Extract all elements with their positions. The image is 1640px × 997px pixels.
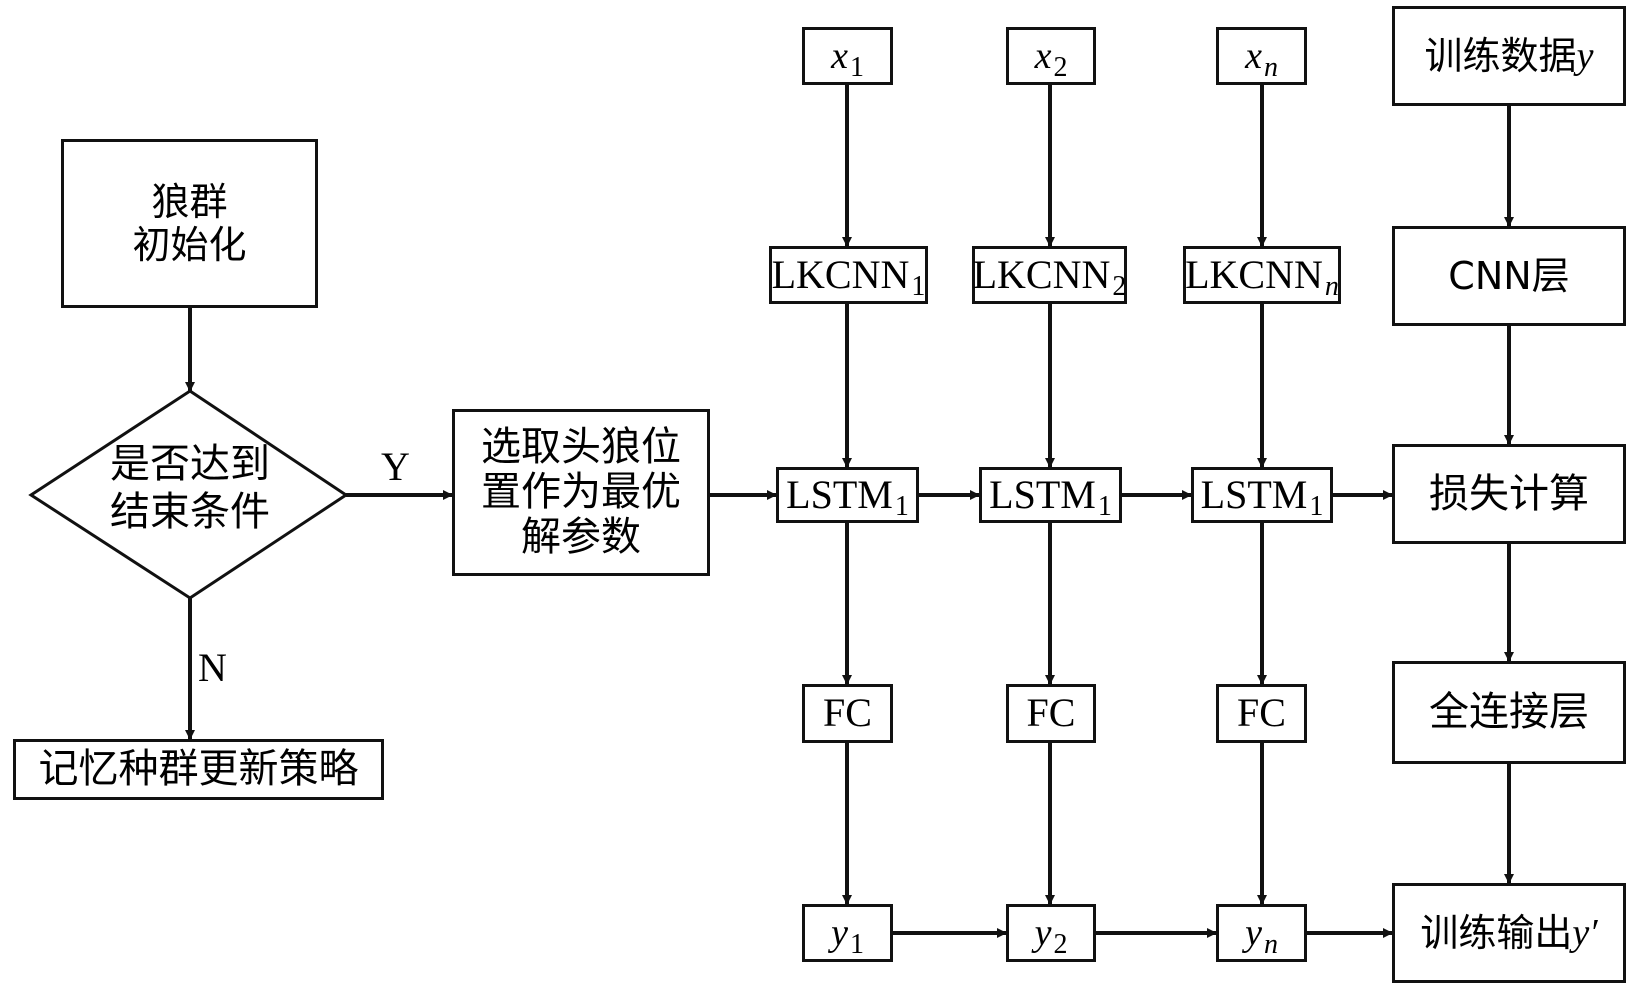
fcn-box: FC — [1216, 684, 1307, 743]
memory-update-box: 记忆种群更新策略 — [13, 739, 384, 800]
loss-calc-label: 损失计算 — [1429, 470, 1589, 517]
select-line2: 置作为最优 — [481, 469, 681, 516]
training-data-var: y — [1576, 34, 1594, 77]
output-yn-var: y — [1245, 911, 1262, 954]
loss-calc-box: 损失计算 — [1392, 444, 1626, 544]
fc2-label: FC — [1026, 690, 1076, 736]
fcn-label: FC — [1237, 690, 1286, 736]
output-yn-sub: n — [1263, 929, 1278, 961]
lkcnnn-label: LKCNN — [1185, 251, 1323, 297]
fc-layer-label: 全连接层 — [1429, 689, 1589, 736]
select-line1: 选取头狼位 — [481, 424, 681, 471]
lkcnn1-label: LKCNN — [771, 251, 910, 297]
lkcnn1-sub: 1 — [911, 271, 926, 303]
lstm1-label: LSTM — [786, 471, 893, 517]
lstm2-label: LSTM — [989, 471, 1096, 517]
lstmn-label: LSTM — [1200, 471, 1308, 517]
input-x1-sub: 1 — [849, 52, 864, 84]
decision-text: 是否达到 结束条件 — [90, 440, 290, 536]
input-xn-sub: n — [1263, 52, 1278, 84]
lstm2-sub: 1 — [1097, 491, 1112, 523]
fc1-label: FC — [823, 690, 872, 736]
lkcnnn-sub: n — [1324, 271, 1339, 303]
no-label: N — [198, 645, 227, 690]
fc1-box: FC — [802, 684, 893, 743]
input-x2-sub: 2 — [1053, 52, 1068, 84]
output-y1-sub: 1 — [849, 929, 864, 961]
wolf-init-line2: 初始化 — [132, 222, 247, 267]
lstm1-sub: 1 — [894, 491, 909, 523]
training-output-label: 训练输出 — [1420, 910, 1573, 955]
wolf-init-box: 狼群 初始化 — [61, 139, 318, 308]
decision-line1: 是否达到 — [110, 441, 270, 487]
fc-layer-box: 全连接层 — [1392, 661, 1626, 764]
fc2-box: FC — [1006, 684, 1096, 743]
input-x1-var: x — [831, 34, 848, 77]
output-y2-var: y — [1034, 911, 1052, 954]
lstmn-sub: 1 — [1309, 491, 1324, 523]
output-y1-var: y — [831, 911, 848, 954]
input-xn-var: x — [1245, 34, 1262, 77]
cnn-layer-label: CNN层 — [1448, 253, 1570, 298]
lkcnn2-label: LKCNN — [972, 251, 1111, 297]
training-output-var: y′ — [1572, 911, 1598, 954]
select-leader-box: 选取头狼位 置作为最优 解参数 — [452, 409, 710, 576]
decision-line2: 结束条件 — [110, 489, 270, 535]
cnn-layer-box: CNN层 — [1392, 226, 1626, 326]
output-y2-sub: 2 — [1053, 929, 1068, 961]
yes-label: Y — [381, 444, 410, 489]
input-x2-var: x — [1034, 34, 1052, 77]
memory-update-label: 记忆种群更新策略 — [38, 746, 359, 793]
select-line3: 解参数 — [521, 513, 641, 560]
wolf-init-line1: 狼群 — [151, 179, 228, 224]
lkcnn2-sub: 2 — [1112, 271, 1127, 303]
training-data-label: 训练数据 — [1424, 33, 1577, 78]
